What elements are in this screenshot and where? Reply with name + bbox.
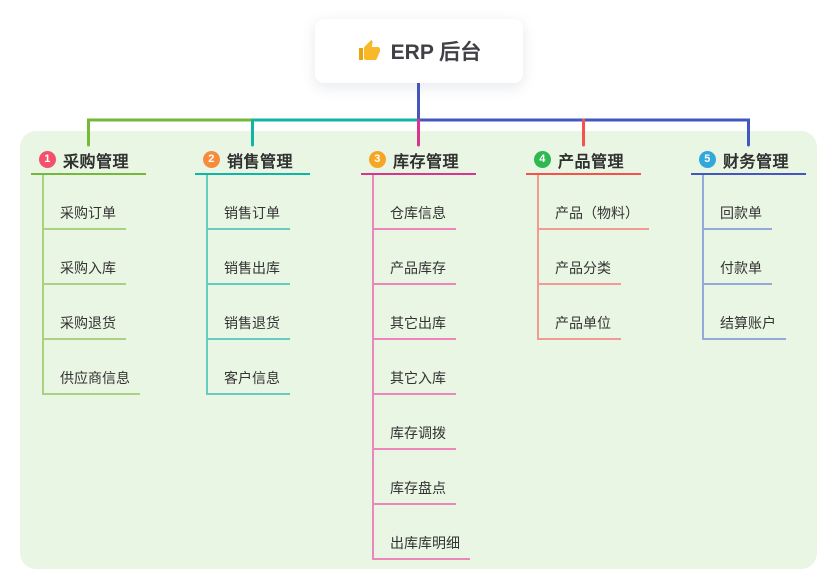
root-label: ERP 后台 (390, 41, 482, 64)
child-node[interactable]: 供应商信息 (44, 370, 140, 395)
child-node[interactable]: 仓库信息 (374, 205, 456, 230)
child-row: 产品库存 (372, 230, 476, 285)
root-node[interactable]: ERP 后台 (315, 19, 523, 83)
child-row: 产品分类 (537, 230, 641, 285)
branch-children: 仓库信息产品库存其它出库其它入库库存调拨库存盘点出库库明细 (372, 175, 476, 560)
branch-header-node[interactable]: 4 产品管理 (526, 151, 641, 175)
branch-children: 销售订单销售出库销售退货客户信息 (206, 175, 310, 395)
branch-title: 采购管理 (63, 153, 130, 171)
child-row: 其它出库 (372, 285, 476, 340)
child-row: 销售订单 (206, 175, 310, 230)
branch-children: 产品（物料） 产品分类产品单位 (537, 175, 649, 340)
branch-children: 采购订单采购入库采购退货供应商信息 (42, 175, 146, 395)
branch-number-badge: 5 (699, 151, 716, 168)
child-node[interactable]: 产品分类 (539, 260, 621, 285)
child-row: 库存调拨 (372, 395, 476, 450)
child-row: 客户信息 (206, 340, 310, 395)
mindmap-panel (20, 131, 817, 569)
child-row: 产品单位 (537, 285, 641, 340)
child-node[interactable]: 产品（物料） (539, 205, 649, 230)
child-row: 产品（物料） (537, 175, 649, 230)
child-row: 采购订单 (42, 175, 146, 230)
branch-number-badge: 2 (203, 151, 220, 168)
child-node[interactable]: 客户信息 (208, 370, 290, 395)
child-row: 结算账户 (702, 285, 806, 340)
child-row: 其它入库 (372, 340, 476, 395)
child-node[interactable]: 产品单位 (539, 315, 621, 340)
branch-title: 财务管理 (723, 153, 790, 171)
child-node[interactable]: 销售退货 (208, 315, 290, 340)
child-node[interactable]: 采购退货 (44, 315, 126, 340)
branch-number-badge: 3 (369, 151, 386, 168)
child-node[interactable]: 库存调拨 (374, 425, 456, 450)
branch-column: 1 采购管理 采购订单采购入库采购退货供应商信息 (31, 151, 146, 395)
branch-header-node[interactable]: 2 销售管理 (195, 151, 310, 175)
child-node[interactable]: 付款单 (704, 260, 772, 285)
child-node[interactable]: 其它入库 (374, 370, 456, 395)
child-node[interactable]: 销售出库 (208, 260, 290, 285)
child-node[interactable]: 采购入库 (44, 260, 126, 285)
child-row: 采购入库 (42, 230, 146, 285)
child-node[interactable]: 其它出库 (374, 315, 456, 340)
branch-column: 4 产品管理 产品（物料） 产品分类产品单位 (526, 151, 649, 340)
child-row: 采购退货 (42, 285, 146, 340)
child-row: 出库库明细 (372, 505, 476, 560)
child-row: 库存盘点 (372, 450, 476, 505)
child-node[interactable]: 结算账户 (704, 315, 786, 340)
branch-header-node[interactable]: 5 财务管理 (691, 151, 806, 175)
child-node[interactable]: 库存盘点 (374, 480, 456, 505)
child-node[interactable]: 回款单 (704, 205, 772, 230)
child-row: 仓库信息 (372, 175, 476, 230)
branch-number-badge: 4 (534, 151, 551, 168)
branch-title: 销售管理 (227, 153, 294, 171)
child-row: 销售出库 (206, 230, 310, 285)
child-row: 销售退货 (206, 285, 310, 340)
branch-column: 5 财务管理 回款单付款单结算账户 (691, 151, 806, 340)
branch-title: 产品管理 (558, 153, 625, 171)
child-row: 供应商信息 (42, 340, 146, 395)
branch-header-node[interactable]: 1 采购管理 (31, 151, 146, 175)
child-node[interactable]: 采购订单 (44, 205, 126, 230)
child-node[interactable]: 出库库明细 (374, 535, 470, 560)
branch-title: 库存管理 (393, 153, 460, 171)
branch-column: 3 库存管理 仓库信息产品库存其它出库其它入库库存调拨库存盘点出库库明细 (361, 151, 476, 560)
branch-number-badge: 1 (39, 151, 56, 168)
child-row: 付款单 (702, 230, 806, 285)
child-node[interactable]: 销售订单 (208, 205, 290, 230)
child-row: 回款单 (702, 175, 806, 230)
branch-header-node[interactable]: 3 库存管理 (361, 151, 476, 175)
branch-column: 2 销售管理 销售订单销售出库销售退货客户信息 (195, 151, 310, 395)
branch-children: 回款单付款单结算账户 (702, 175, 806, 340)
child-node[interactable]: 产品库存 (374, 260, 456, 285)
thumbs-up-icon (358, 40, 380, 60)
